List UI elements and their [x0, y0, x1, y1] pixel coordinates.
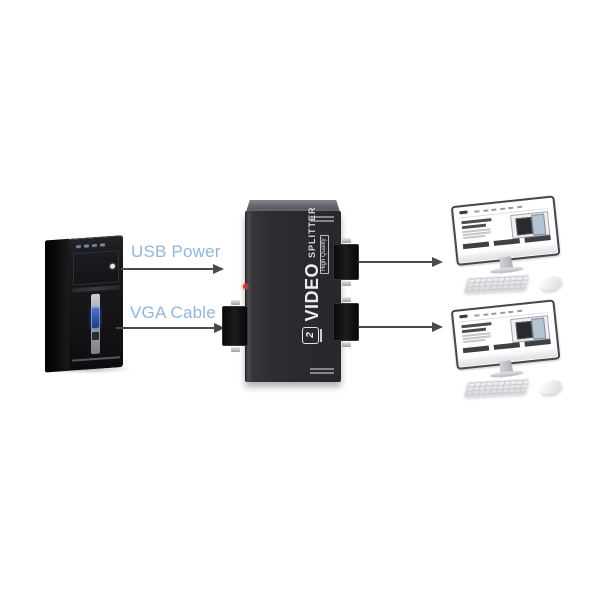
- vga-output-port-1: [333, 238, 359, 286]
- vent-groove: [310, 368, 334, 370]
- monitor-stand-base: [489, 369, 524, 379]
- front-io-ports: [76, 243, 105, 249]
- vga-connector-shell: [222, 306, 248, 346]
- webpage-logo: [459, 314, 468, 319]
- vga-connector-shell: [333, 244, 359, 280]
- mouse: [538, 377, 564, 398]
- tower-shadow: [38, 364, 133, 374]
- monitor-stand-base: [489, 265, 524, 275]
- product-photo: [531, 213, 547, 236]
- pc-tower: [45, 235, 123, 373]
- logo-2-icon: 2: [302, 326, 319, 344]
- audio-jack-icon: [92, 243, 97, 248]
- splitter-print: 2 VIDEO SPLITTER High Quality: [294, 190, 330, 360]
- webpage-paragraph: [463, 234, 486, 239]
- vga-screw-nut: [341, 281, 351, 286]
- tower-accent-strip: [91, 293, 100, 355]
- usb-port-icon: [76, 244, 81, 249]
- monitor-1: [444, 192, 580, 296]
- monitor-1-tilt-group: [440, 185, 584, 283]
- quality-badge: High Quality: [320, 235, 329, 274]
- monitor-display: [450, 195, 561, 266]
- product-photo: [531, 317, 547, 340]
- keyboard-keys: [465, 379, 529, 396]
- tower-bottom-trim: [72, 356, 120, 362]
- splitter-body: [245, 211, 341, 382]
- vga-connector-shell: [333, 303, 359, 341]
- keyboard-keys: [465, 275, 529, 292]
- monitor-screen-webpage: [454, 302, 557, 357]
- monitor-display: [450, 299, 561, 370]
- power-led: [243, 284, 248, 289]
- monitor-screen-webpage: [454, 198, 557, 253]
- splitter-subtitle: SPLITTER: [307, 206, 317, 258]
- vga-screw-nut: [230, 347, 240, 352]
- vga-screw-nut: [341, 342, 351, 347]
- video-splitter: 2 VIDEO SPLITTER High Quality: [222, 200, 359, 388]
- output-2-arrow: [354, 322, 443, 332]
- monitor-2: [444, 296, 580, 400]
- splitter-top-face: [246, 200, 340, 212]
- optical-drive-bay: [73, 250, 119, 286]
- pc-tower-front-panel: [69, 235, 123, 371]
- drive-eject-button: [110, 263, 115, 269]
- vga-cable-arrow: [116, 323, 225, 333]
- vent-groove: [310, 216, 334, 218]
- product-photo: [515, 216, 534, 236]
- vga-screw-nut: [341, 297, 351, 302]
- output-1-arrow: [354, 257, 443, 267]
- usb-port-icon: [84, 244, 89, 248]
- tower-led-display: [92, 307, 99, 329]
- webpage-logo: [459, 210, 468, 215]
- tower-power-button: [92, 331, 99, 341]
- usb-power-label: USB Power: [131, 242, 221, 261]
- audio-jack-icon: [100, 243, 105, 247]
- splitter-logo: 2: [302, 326, 322, 344]
- vga-output-port-2: [333, 297, 359, 347]
- keyboard: [464, 378, 530, 397]
- monitor-2-tilt-group: [440, 289, 584, 387]
- vga-cable-label: VGA Cable: [130, 303, 216, 322]
- webpage-heading: [461, 322, 492, 329]
- pc-tower-side-panel: [45, 238, 69, 373]
- keyboard: [464, 274, 530, 293]
- vga-input-port: [222, 300, 248, 352]
- product-photo: [515, 320, 534, 340]
- webpage-paragraph: [463, 338, 486, 343]
- tower-brand-band: [72, 285, 120, 293]
- vga-screw-nut: [341, 238, 351, 243]
- usb-power-arrow: [121, 264, 224, 274]
- webpage-heading: [461, 218, 492, 225]
- vga-screw-nut: [230, 300, 240, 305]
- splitter-title: VIDEO: [302, 263, 322, 322]
- logo-fine-print: [320, 328, 322, 342]
